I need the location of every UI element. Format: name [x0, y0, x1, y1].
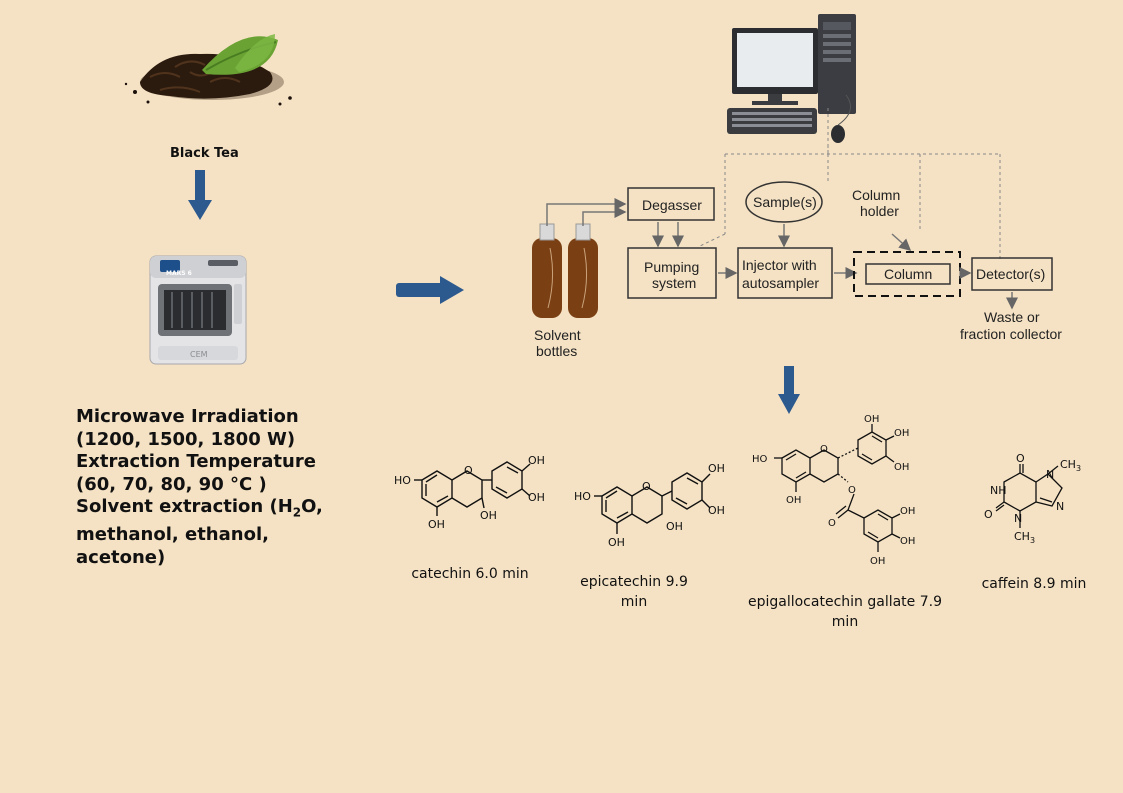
waste-label-line: Waste or: [984, 309, 1040, 325]
microwave-extractor-image: [149, 255, 247, 365]
svg-text:OH: OH: [708, 504, 725, 517]
svg-text:O: O: [820, 444, 828, 455]
column-box: [865, 263, 951, 285]
injector-box: [737, 247, 833, 299]
condition-line: (60, 70, 80, 90 °C ): [76, 473, 267, 495]
pumping-box: [627, 247, 717, 299]
svg-text:O: O: [848, 485, 856, 496]
detector-label: Detector(s): [976, 266, 1045, 282]
svg-text:OH: OH: [870, 556, 885, 567]
degasser-label: Degasser: [642, 197, 702, 213]
svg-text:CH3: CH3: [1060, 458, 1081, 473]
bottles-label-line: Solvent: [534, 327, 581, 343]
black-tea-image: [124, 34, 292, 106]
svg-text:O: O: [984, 508, 993, 521]
svg-text:OH: OH: [528, 491, 545, 504]
condition-line: (1200, 1500, 1800 W): [76, 428, 296, 450]
svg-text:O: O: [464, 464, 473, 477]
condition-line: Microwave Irradiation: [76, 406, 299, 427]
svg-text:OH: OH: [900, 506, 915, 517]
solvent-bottles-icon: [532, 198, 627, 318]
compound-label-egcg: epigallocatechin gallate 7.9 min: [747, 594, 942, 630]
column-holder-label-line: Column: [852, 187, 900, 203]
svg-text:N: N: [1056, 500, 1064, 513]
svg-text:OH: OH: [428, 518, 445, 531]
condition-line: acetone): [76, 546, 166, 568]
column-label: Column: [884, 266, 932, 282]
svg-text:O: O: [1016, 452, 1025, 465]
caffeine-structure: O O NH N N N CH3 CH3: [984, 452, 1081, 545]
svg-text:OH: OH: [894, 428, 909, 439]
svg-text:OH: OH: [708, 462, 725, 475]
condition-line-solvent: Solvent extraction (H2O,: [76, 496, 323, 520]
down-arrow-icon: [778, 366, 800, 414]
column-holder-box: [853, 251, 961, 297]
svg-text:CH3: CH3: [1014, 530, 1035, 545]
svg-text:OH: OH: [894, 462, 909, 473]
catechin-structure: HO O OH OH OH OH: [394, 454, 545, 531]
pumping-label-line: system: [652, 275, 696, 291]
detector-box: [971, 257, 1053, 291]
pumping-label-line: Pumping: [644, 259, 699, 275]
epicatechin-structure: HO O OH OH OH OH: [574, 462, 725, 549]
compound-label-epicatechin: epicatechin 9.9 min: [580, 574, 688, 610]
injector-label-line: autosampler: [742, 275, 819, 291]
computer-icon: [727, 14, 856, 143]
svg-text:O: O: [642, 480, 651, 493]
egcg-structure: HO O OH OH OH OH O O OH OH OH: [752, 414, 915, 567]
compound-label-catechin: catechin 6.0 min: [411, 566, 529, 582]
right-arrow-icon: [396, 276, 464, 304]
degasser-box: [627, 187, 715, 221]
svg-text:NH: NH: [990, 484, 1007, 497]
svg-text:HO: HO: [394, 474, 411, 487]
condition-line: methanol, ethanol,: [76, 524, 269, 546]
sample-ellipse: [745, 181, 823, 223]
sample-label: Sample(s): [753, 194, 817, 210]
instrument-badge: MARS 6: [166, 270, 192, 277]
tea-label: Black Tea: [170, 146, 239, 161]
down-arrow-icon: [188, 170, 212, 220]
waste-label-line: fraction collector: [960, 326, 1062, 342]
svg-text:N: N: [1014, 512, 1022, 525]
svg-text:OH: OH: [480, 509, 497, 522]
svg-text:HO: HO: [574, 490, 591, 503]
extraction-conditions: Microwave Irradiation (1200, 1500, 1800 …: [76, 406, 326, 569]
compound-label-caffeine: caffein 8.9 min: [981, 576, 1087, 592]
bottles-label-line: bottles: [536, 343, 577, 359]
svg-text:OH: OH: [900, 536, 915, 547]
svg-text:OH: OH: [786, 495, 801, 506]
injector-label-line: Injector with: [742, 257, 817, 273]
hplc-schematic: Solvent bottles Degasser Pumping system …: [532, 14, 1062, 359]
svg-text:HO: HO: [752, 454, 768, 465]
svg-text:OH: OH: [864, 414, 879, 425]
instrument-logo: CEM: [190, 350, 208, 359]
condition-line: Extraction Temperature: [76, 451, 316, 472]
column-holder-label-line: holder: [860, 203, 899, 219]
svg-text:O: O: [828, 518, 836, 529]
svg-text:N: N: [1046, 468, 1054, 481]
svg-text:OH: OH: [666, 520, 683, 533]
svg-text:OH: OH: [608, 536, 625, 549]
svg-text:OH: OH: [528, 454, 545, 467]
